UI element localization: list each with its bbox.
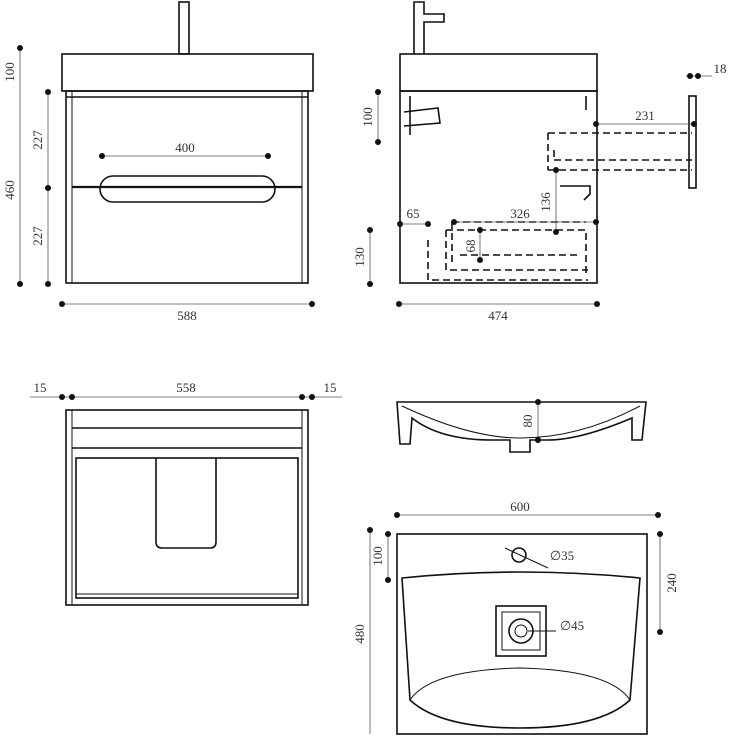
drain-hole-label: ∅45 bbox=[560, 618, 584, 633]
top-view: 15 558 15 bbox=[30, 380, 342, 606]
basin-plan: ∅35 ∅45 600 100 480 240 bbox=[352, 499, 679, 735]
dim-front-width: 588 bbox=[177, 308, 197, 323]
dim-side-top: 100 bbox=[360, 107, 375, 127]
dim-siphon-depth: 231 bbox=[635, 108, 655, 123]
wall-plate bbox=[688, 95, 697, 189]
faucet bbox=[178, 1, 190, 55]
basin-bowl bbox=[401, 571, 641, 729]
dim-drawer-depth: 326 bbox=[510, 206, 530, 221]
tap-hole-label: ∅35 bbox=[550, 548, 574, 563]
dim-right-side: 15 bbox=[324, 380, 337, 395]
dim-drain-offset: 240 bbox=[664, 573, 679, 593]
dim-side-depth: 474 bbox=[488, 308, 508, 323]
tap-hole bbox=[511, 547, 527, 563]
dim-handle-spacing: 400 bbox=[175, 140, 195, 155]
siphon-cutout bbox=[155, 458, 217, 549]
dim-side-bottom: 130 bbox=[352, 247, 367, 267]
basin-top-side bbox=[399, 53, 598, 92]
cabinet-body bbox=[65, 90, 309, 284]
dim-bowl-depth: 80 bbox=[520, 415, 535, 428]
basin-plan-outline bbox=[396, 533, 648, 735]
dim-drawer-gap: 136 bbox=[538, 192, 553, 212]
dim-inner-width: 558 bbox=[176, 380, 196, 395]
faucet-side bbox=[413, 1, 445, 54]
wall-bracket bbox=[403, 107, 441, 127]
dim-basin-depth: 480 bbox=[352, 624, 367, 644]
dim-front-lower-drawer: 227 bbox=[30, 226, 45, 246]
siphon bbox=[560, 185, 591, 201]
dim-front-total: 460 bbox=[2, 180, 17, 200]
dim-tap-offset: 100 bbox=[370, 546, 385, 566]
cabinet-side bbox=[399, 90, 598, 284]
dim-drawer-height: 68 bbox=[463, 240, 478, 253]
basin-section: 80 bbox=[396, 399, 647, 453]
drawer-box bbox=[75, 457, 299, 599]
dim-basin-width: 600 bbox=[510, 499, 530, 514]
basin-section-outline bbox=[396, 401, 647, 453]
dim-front-top: 100 bbox=[2, 62, 17, 82]
side-view: 100 231 18 136 65 326 68 130 474 bbox=[352, 1, 727, 323]
drawer-handle bbox=[99, 175, 276, 203]
dim-back-gap: 65 bbox=[407, 206, 420, 221]
dim-front-upper-drawer: 227 bbox=[30, 130, 45, 150]
basin-top bbox=[61, 53, 314, 92]
front-view: 100 460 227 227 400 588 bbox=[2, 1, 315, 323]
cabinet-top-outline bbox=[65, 409, 309, 606]
dim-wall-offset: 18 bbox=[714, 61, 727, 76]
dim-left-side: 15 bbox=[34, 380, 47, 395]
